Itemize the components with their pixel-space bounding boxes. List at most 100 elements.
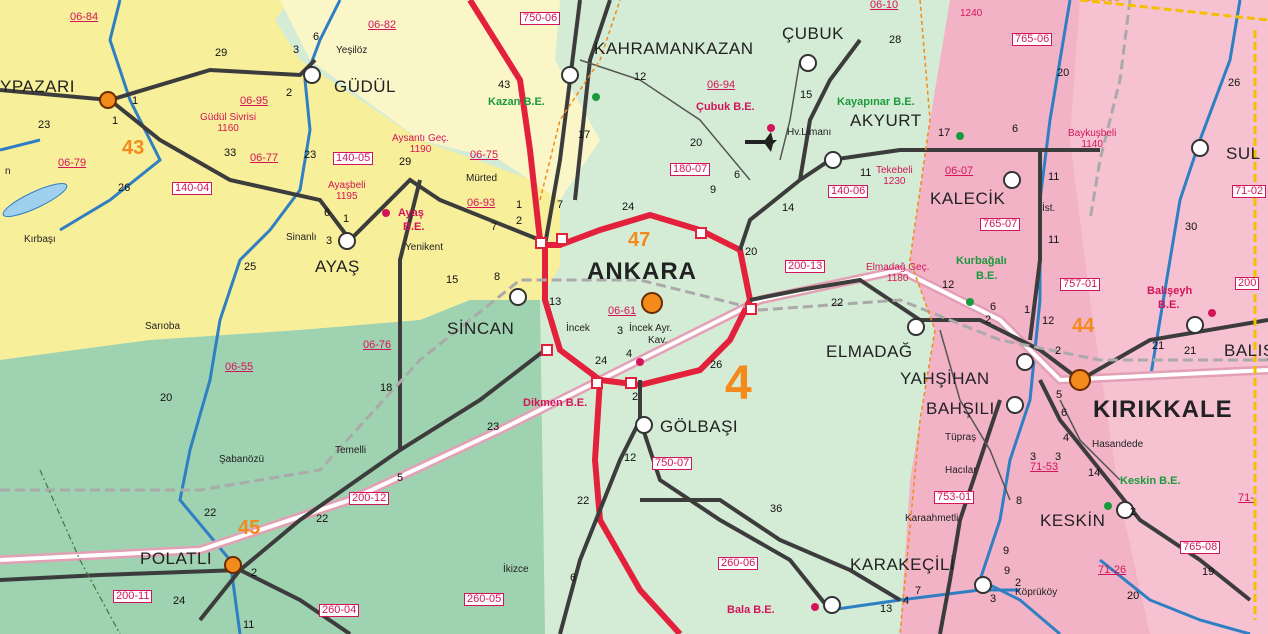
service-area-dots — [382, 93, 1216, 611]
distance-label: 8 — [1016, 495, 1023, 507]
road-code-200-12: 200-12 — [349, 492, 390, 505]
city-karakecili: KARAKEÇİLİ — [850, 555, 956, 574]
distance-label: 3 — [1030, 451, 1037, 463]
distance-label: 22 — [831, 297, 844, 309]
distance-label: 6 — [734, 169, 741, 181]
town-incek-ayr: İncek Ayr. — [629, 323, 673, 334]
distance-label: 15 — [446, 274, 459, 286]
distance-label: 2 — [286, 87, 293, 99]
road-code-71-53: 71-53 — [1030, 461, 1059, 473]
region-ne-area — [1070, 0, 1268, 634]
road-code-06-95: 06-95 — [240, 95, 269, 107]
road-code-765-08: 765-08 — [1180, 541, 1221, 554]
interchanges — [535, 227, 757, 389]
road-code-765-07: 765-07 — [980, 218, 1021, 231]
distance-label: 12 — [1042, 315, 1055, 327]
distance-label: 15 — [800, 89, 813, 101]
distance-label: 26 — [1228, 77, 1241, 89]
distance-label: 24 — [622, 201, 635, 213]
region-43-number: 43 — [122, 137, 145, 159]
city-ayas: AYAŞ — [315, 257, 360, 276]
distance-label: 3 — [990, 593, 997, 605]
distance-label: 7 — [491, 221, 498, 233]
distance-label: 2 — [251, 567, 258, 579]
road-code-06-07: 06-07 — [945, 165, 974, 177]
city-bahsili: BAHŞILI — [926, 399, 995, 418]
distance-label: 4 — [626, 348, 633, 360]
be-bala: Bala B.E. — [727, 604, 775, 616]
city-balisey: BALIŞE — [1224, 341, 1268, 360]
road-code-180-07: 180-07 — [670, 163, 711, 176]
distance-label: 20 — [690, 137, 703, 149]
city-polatli: POLATLI — [140, 549, 213, 568]
distance-label: 21 — [1152, 340, 1165, 352]
city-sincan: SİNCAN — [447, 319, 515, 338]
road-code-260-04: 260-04 — [319, 604, 360, 617]
distance-label: 6 — [324, 207, 331, 219]
distance-label: 2 — [1130, 506, 1137, 518]
distance-label: 6 — [1012, 123, 1019, 135]
distance-label: 13 — [549, 296, 562, 308]
distance-label: 26 — [710, 359, 723, 371]
distance-label: 1 — [1024, 304, 1031, 316]
distance-label: 25 — [244, 261, 257, 273]
be-keskin: Keskin B.E. — [1120, 475, 1181, 487]
road-code-06-77: 06-77 — [250, 152, 279, 164]
distance-label: 2 — [632, 391, 639, 403]
distance-label: 6 — [1061, 407, 1068, 419]
town-kirbasi: Kırbaşı — [24, 234, 56, 245]
city-akyurt: AKYURT — [850, 111, 922, 130]
town-hv-limani: Hv.Limanı — [787, 127, 832, 138]
lake — [2, 183, 68, 217]
road-code-06-10: 06-10 — [870, 0, 899, 11]
road-code-06-93: 06-93 — [467, 197, 496, 209]
distance-label: 21 — [1184, 345, 1197, 357]
distance-label: 17 — [578, 129, 591, 141]
road-code-140-04: 140-04 — [172, 182, 213, 195]
town-tupras: Tüpraş — [945, 432, 977, 443]
town-koprukoy: Köprüköy — [1015, 587, 1058, 598]
road-code-260-06: 260-06 — [718, 557, 759, 570]
town-murted: Mürted — [466, 173, 498, 184]
distance-label: 4 — [1063, 432, 1070, 444]
distance-label: 11 — [1048, 234, 1060, 246]
distance-label: 9 — [1003, 545, 1010, 557]
distance-label: 22 — [316, 513, 329, 525]
road-code-06-84: 06-84 — [70, 11, 99, 23]
distance-label: 20 — [745, 246, 758, 258]
distance-label: 9 — [710, 184, 717, 196]
distance-label: 12 — [624, 452, 637, 464]
ankara-marker — [641, 292, 663, 314]
road-code-71-02: 71-02 — [1232, 185, 1267, 198]
distance-label: 30 — [1185, 221, 1198, 233]
distance-label: 6 — [313, 31, 320, 43]
be-baliseyh-l1: Balışeyh — [1147, 285, 1193, 297]
distance-label: 26 — [118, 182, 131, 194]
distance-label: 2 — [985, 314, 992, 326]
motorways — [0, 265, 1268, 565]
road-code-06-55: 06-55 — [225, 361, 254, 373]
town-ikizce: İkizce — [503, 564, 529, 575]
road-code-200-11: 200-11 — [113, 590, 153, 603]
road-code-06-75: 06-75 — [470, 149, 499, 161]
town-n: n — [5, 166, 11, 177]
city-elmadag: ELMADAĞ — [826, 342, 913, 361]
region-44-number: 44 — [1072, 315, 1095, 337]
distance-label: 12 — [942, 279, 955, 291]
city-kalecik: KALECİK — [930, 189, 1006, 208]
road-code-765-06: 765-06 — [1012, 33, 1053, 46]
road-code-750-06: 750-06 — [520, 12, 561, 25]
road-code-140-05: 140-05 — [333, 152, 374, 165]
region-4-number: 4 — [725, 357, 752, 410]
road-code-06-94: 06-94 — [707, 79, 736, 91]
city-cubuk: ÇUBUK — [782, 24, 845, 43]
city-beypazari: YPAZARI — [0, 77, 75, 96]
distance-label: 43 — [498, 79, 511, 91]
region-north-area — [280, 0, 600, 200]
